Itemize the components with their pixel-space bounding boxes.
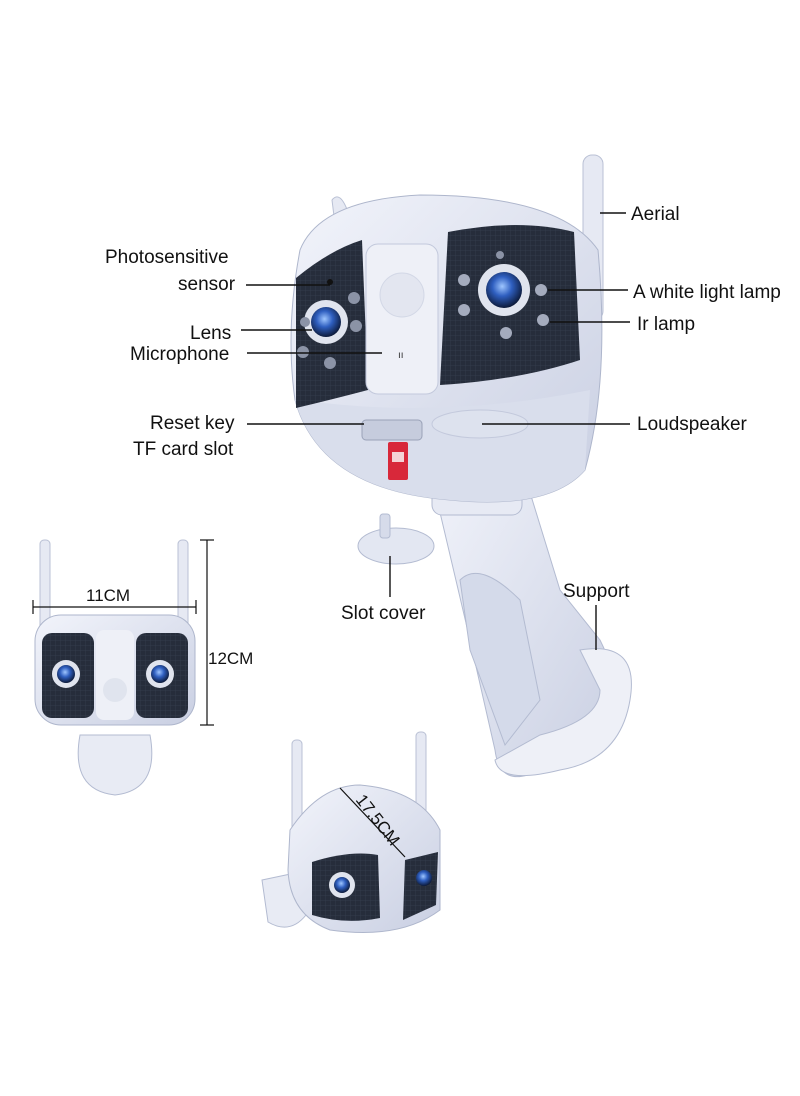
ir-lamp [537,314,549,326]
slot-cover-plug [379,513,391,539]
right-led-1 [458,274,470,286]
main-camera: ıı [290,154,632,778]
side-left-lens [334,877,350,893]
length-line [339,787,406,858]
side-right-panel [403,852,438,920]
front-center [96,630,134,720]
microphone-holes: ıı [398,350,404,361]
support-mount [494,648,632,777]
tf-card-label [392,452,404,462]
front-aerial-right [177,539,189,631]
front-aerial-left [39,539,51,631]
label-support: Support [563,581,630,602]
center-pillar [365,243,439,395]
right-led-2 [458,304,470,316]
dim-width: 11CM [86,586,130,605]
left-lens [311,307,341,337]
photosensitive-sensor [327,279,333,285]
label-microphone: Microphone [130,344,229,365]
support-inner [459,572,541,747]
side-right-lens [416,870,432,886]
reset-key-slot [361,419,423,441]
label-photosensitive-1: Photosensitive [105,247,229,268]
label-tf-card-slot: TF card slot [133,439,234,460]
white-light-lamp [535,284,547,296]
left-led-1 [348,292,360,304]
label-loudspeaker: Loudspeaker [637,414,748,435]
label-white-light-lamp: A white light lamp [633,282,781,303]
right-sensor [496,251,504,259]
leader-lines [241,212,630,650]
right-lens [486,272,522,308]
front-left-lens [57,665,75,683]
front-dimension-lines [32,539,214,726]
label-reset-key: Reset key [150,413,235,434]
label-aerial: Aerial [631,204,680,225]
dim-height: 12CM [208,649,253,668]
label-lens: Lens [190,323,231,344]
front-right-lens [151,665,169,683]
left-led-5 [300,317,310,327]
front-view-camera [34,539,196,796]
left-led-3 [324,357,336,369]
label-slot-cover: Slot cover [341,603,426,624]
left-led-2 [350,320,362,332]
front-mount [77,734,153,796]
right-led-3 [500,327,512,339]
label-ir-lamp: Ir lamp [637,314,695,335]
pir-window [379,272,425,318]
front-pir [103,678,127,702]
label-photosensitive-2: sensor [178,274,236,295]
left-led-4 [297,346,309,358]
slot-cover [357,527,435,565]
side-view-camera [261,731,441,933]
